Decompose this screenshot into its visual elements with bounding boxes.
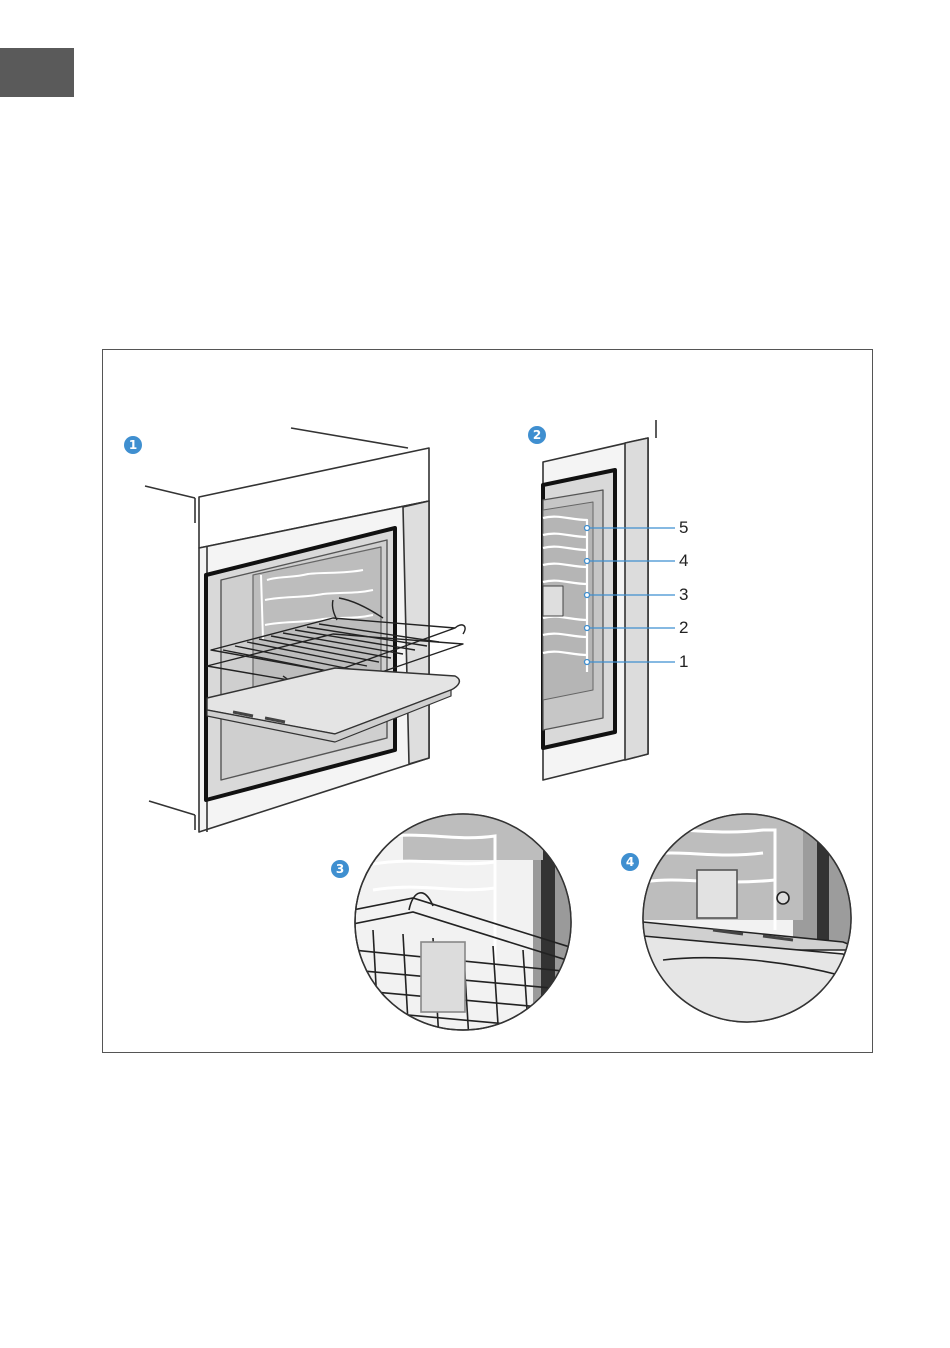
shelf-level-1: 1 (679, 652, 688, 672)
shelf-level-4: 4 (679, 551, 688, 571)
shelf-level-3: 3 (679, 585, 688, 605)
oven-front-view (145, 428, 465, 832)
rack-hook-detail (353, 810, 573, 1040)
oven-drawings (103, 350, 874, 1054)
shelf-level-2: 2 (679, 618, 688, 638)
tray-lamp-detail (643, 810, 863, 1050)
step-badge-2: 2 (528, 426, 546, 444)
page-corner-tab (0, 48, 74, 97)
step-badge-4: 4 (621, 853, 639, 871)
oven-illustration-figure: 1 2 3 4 5 4 3 2 1 (102, 349, 873, 1053)
step-badge-1: 1 (124, 436, 142, 454)
oven-side-wall-view (543, 420, 675, 780)
step-badge-3: 3 (331, 860, 349, 878)
shelf-level-5: 5 (679, 518, 688, 538)
